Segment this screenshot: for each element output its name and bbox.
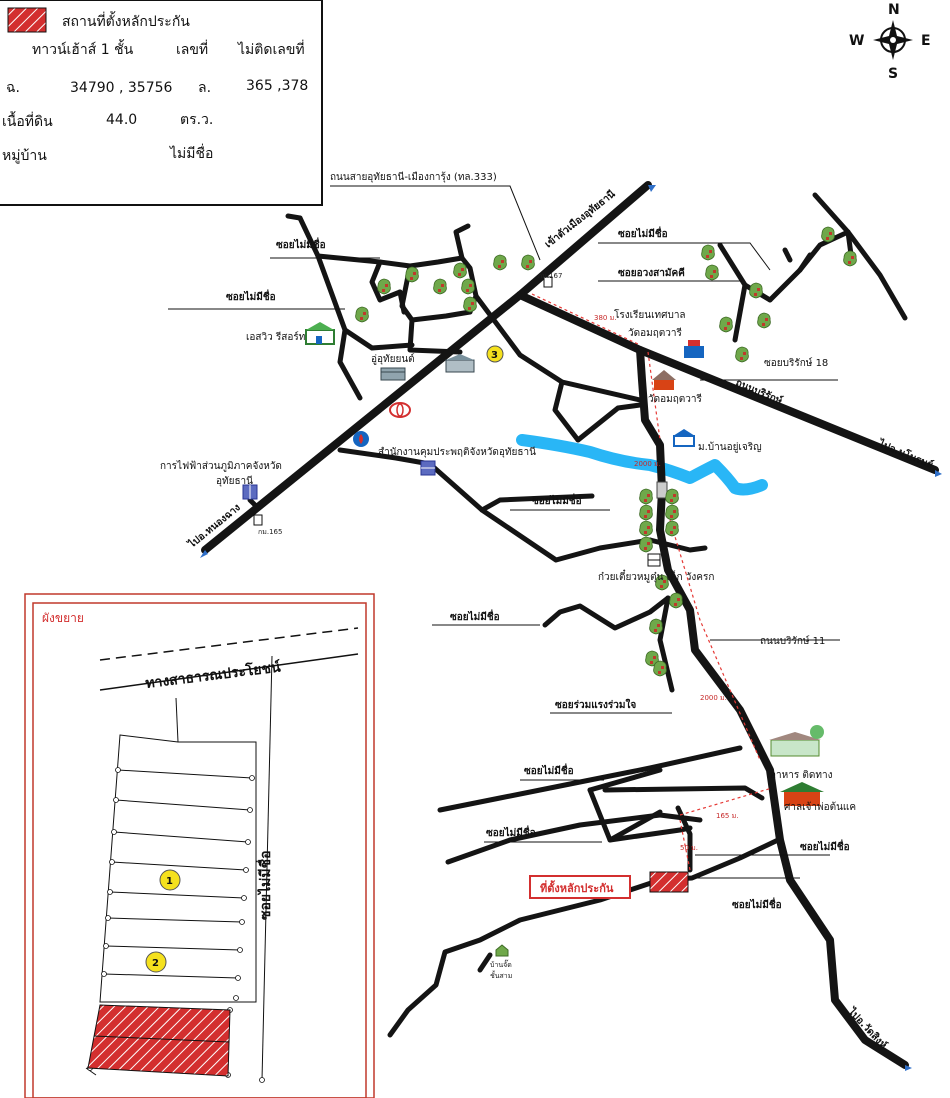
major-roads: [201, 181, 939, 1069]
distance-lines: [531, 293, 773, 871]
compass-n: N: [888, 2, 900, 18]
garage-label: อู่อุทัยยนต์: [371, 353, 415, 365]
km165-label: กม.165: [258, 528, 282, 536]
car-brand-logo-icon: [389, 402, 411, 418]
soi-label: ซอยไม่มีชื่อ: [450, 609, 500, 623]
km-post-icon: [253, 514, 263, 526]
legend-number-label: เลขที่: [176, 40, 208, 58]
legend-deed-value: 34790 , 35756: [70, 80, 173, 96]
shop-icon: [647, 553, 661, 567]
resort-label: เอสวิว รีสอร์ท: [246, 331, 305, 343]
distance-50: 50 ม.: [680, 844, 698, 852]
inset-marker-1-label: 1: [166, 876, 173, 887]
inset-collateral-lots: [87, 1004, 231, 1077]
borirak-11-road: [636, 346, 909, 1069]
distance-165: 165 ม.: [716, 812, 738, 820]
legend-lot-label: ล.: [198, 80, 211, 96]
soi-label: ซอยอวงสามัคคี: [618, 267, 685, 279]
collateral-location: [649, 871, 689, 893]
distance-2000-b: 2000 ม.: [700, 694, 727, 702]
collateral-callout-box: [529, 875, 631, 899]
km-post-icon: [543, 276, 553, 288]
distance-380: 380 ม.: [594, 314, 616, 322]
borirak-11-label: ถนนบริรักษ์ 11: [760, 635, 825, 647]
to-manorom-label: ไปอ.มโนรมย์: [876, 436, 935, 471]
soi-label: ซอยไม่มีชื่อ: [618, 226, 668, 240]
legend-area-label: เนื้อที่ดิน: [2, 111, 53, 130]
km167-label: กม.167: [538, 272, 562, 280]
shrine-label: ศาลเจ้าพ่อต้นแค: [784, 801, 856, 813]
highway-333-label: ถนนสายอุทัยธานี-เมืองการุ้ง (ทล.333): [330, 171, 497, 183]
small-house-icon: [495, 944, 509, 957]
noodle-shop-label: ก๋วยเตี๋ยวหมูตุ๋น เต็ก วังครก: [598, 569, 714, 583]
school-icon: [684, 340, 704, 358]
office-building-icon: [420, 460, 436, 476]
legend-lot-value: 365 ,378: [246, 78, 308, 94]
legend-village-value: ไม่มีชื่อ: [169, 144, 213, 162]
leader-lines: [168, 185, 840, 879]
temple-icon: [652, 370, 676, 390]
collateral-swatch: [7, 7, 47, 33]
inset-soi-label: ซอยไม่มีชื่อ: [255, 850, 274, 920]
bridge: [656, 481, 668, 499]
fuel-station-icon: [353, 431, 369, 447]
probation-office-label: สำนักงานคุมประพฤติจังหวัดอุทัยธานี: [378, 446, 536, 458]
soi-label: ซอยไม่มีชื่อ: [226, 289, 276, 303]
compass-s: S: [888, 66, 898, 82]
inset-marker-2-label: 2: [152, 958, 159, 969]
soi-label: ซอยไม่มีชื่อ: [524, 763, 574, 777]
river: [516, 434, 768, 496]
legend-area-value: 44.0: [106, 112, 137, 128]
legend-number-value: ไม่ติดเลขที่: [237, 40, 305, 58]
pea-label-line2: อุทัยธานี: [216, 475, 253, 487]
wat-label: วัดอมฤตวารี: [648, 393, 702, 405]
restaurant-label: อาหาร ติดทาง: [770, 770, 833, 781]
legend-box: สถานที่ตั้งหลักประกัน ทาวน์เฮ้าส์ 1 ชั้น…: [0, 0, 323, 206]
soi-label: ซอยไม่มีชื่อ: [532, 493, 582, 507]
pea-building-icon: [242, 484, 258, 500]
legend-area-unit: ตร.ว.: [180, 112, 213, 128]
soi-label: ซอยบริรักษ์ 18: [764, 357, 828, 369]
warehouse-icon: [445, 354, 475, 373]
village-label: ม.บ้านอยู่เจริญ: [698, 441, 762, 453]
legend-type: ทาวน์เฮ้าส์ 1 ชั้น: [32, 39, 134, 58]
inset-marker-2: [145, 951, 167, 973]
inset-title: ผังขยาย: [42, 611, 84, 625]
school-label: โรงเรียนเทศบาล: [614, 308, 686, 321]
inset-plan: ผังขยาย ทางสาธารณประโยชน์ ซอยไม่มีชื่อ: [24, 593, 375, 1098]
compass-w: W: [849, 33, 864, 49]
restaurant-icon: [769, 725, 824, 757]
distance-2000-a: 2000 ม.: [634, 460, 661, 468]
marker-3: [486, 345, 504, 363]
inset-marker-1: [159, 869, 181, 891]
house-icon: [305, 322, 335, 345]
soi-label: ซอยไม่มีชื่อ: [800, 839, 850, 853]
school-wat-label: วัดอมฤตวารี: [628, 327, 682, 339]
marker-3-label: 3: [491, 350, 498, 361]
collateral-callout: ที่ตั้งหลักประกัน: [540, 880, 614, 895]
compass-e: E: [921, 33, 931, 49]
soi-label: ซอยไม่มีชื่อ: [486, 825, 536, 839]
banjo-label-line2: ชั้นสาม: [490, 969, 512, 980]
village-house-icon: [673, 429, 695, 447]
pea-label-line1: การไฟฟ้าส่วนภูมิภาคจังหวัด: [160, 460, 282, 472]
compass-rose: N S E W: [849, 2, 931, 82]
garage-icon: [380, 367, 406, 381]
shrine-icon: [780, 782, 824, 806]
banjo-label-line1: บ้านจั๊ด: [490, 959, 512, 969]
legend-collateral-label: สถานที่ตั้งหลักประกัน: [62, 11, 190, 30]
soi-label: ซอยร่วมแรงร่วมใจ: [555, 698, 636, 711]
road-end-arrows: [200, 185, 942, 1071]
legend-village-label: หมู่บ้าน: [2, 148, 47, 164]
soi-label: ซอยไม่มีชื่อ: [732, 897, 782, 911]
soi-label: ซอยไม่มีชื่อ: [276, 237, 326, 251]
legend-deed-label: ฉ.: [6, 80, 20, 96]
